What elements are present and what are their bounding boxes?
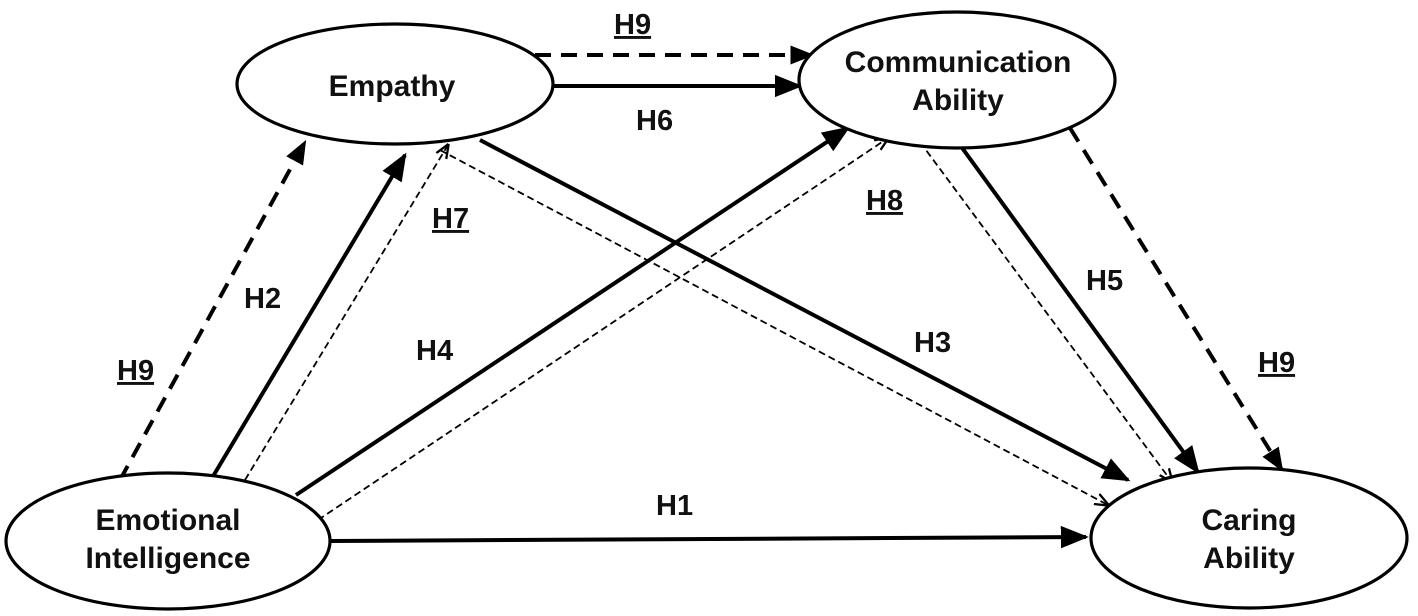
label-h9-right: H9: [1258, 347, 1295, 379]
node-empathy: Empathy: [235, 22, 555, 146]
label-h1: H1: [656, 490, 693, 522]
edges-layer: [118, 45, 1284, 549]
node-empathy-label: Empathy: [329, 70, 456, 103]
label-h8: H8: [866, 185, 903, 217]
node-communication-label-line2: Ability: [912, 84, 1004, 117]
label-h9-top: H9: [614, 9, 651, 41]
label-h2: H2: [244, 283, 281, 315]
edge-communication-to-caring-h8: [919, 141, 1172, 482]
edge-empathy-to-caring-h3: [479, 138, 1131, 482]
label-h7: H7: [432, 203, 469, 235]
edge-emotional-to-communication-h8: [317, 138, 888, 521]
node-emotional-label-line1: Emotional: [95, 504, 240, 537]
node-caring-ability: Caring Ability: [1089, 466, 1409, 610]
node-caring-label-line1: Caring: [1201, 504, 1296, 537]
edge-emotional-to-empathy-h9: [118, 139, 307, 481]
node-caring-label-line2: Ability: [1203, 542, 1295, 575]
edge-empathy-to-caring-h7: [439, 149, 1108, 505]
label-h6: H6: [636, 105, 673, 137]
label-h5: H5: [1086, 265, 1123, 297]
edge-emotional-to-caring-h1: [329, 525, 1089, 549]
node-communication-ability: Communication Ability: [797, 10, 1117, 150]
label-h4: H4: [416, 335, 453, 367]
node-communication-label-line1: Communication: [845, 46, 1072, 79]
edge-communication-to-caring-h5: [958, 143, 1200, 475]
edge-labels: H9 H6 H7 H8 H2 H9 H4 H3 H5 H9 H1: [117, 9, 1295, 522]
label-h9-left: H9: [117, 355, 154, 387]
node-emotional-intelligence: Emotional Intelligence: [4, 471, 332, 611]
node-emotional-label-line2: Intelligence: [85, 542, 250, 575]
label-h3: H3: [914, 327, 951, 359]
edge-communication-to-caring-h9: [1068, 126, 1284, 473]
edge-emotional-to-communication-h4: [294, 126, 851, 497]
edge-emotional-to-empathy-h2: [210, 152, 407, 480]
